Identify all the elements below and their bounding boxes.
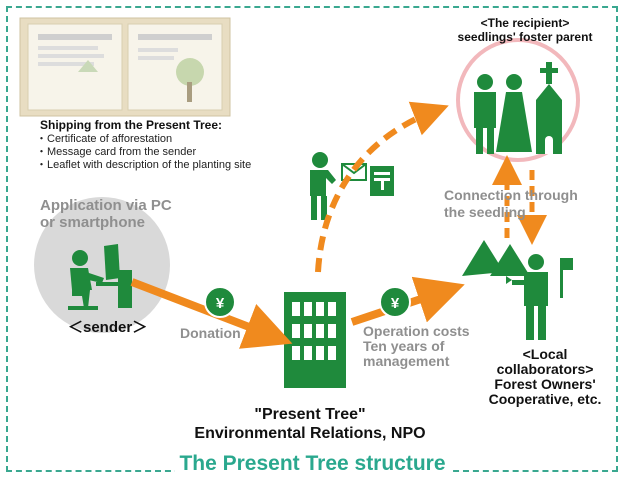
shipment-arrow: [315, 101, 449, 273]
npo-line: Environmental Relations, NPO: [194, 425, 426, 442]
connection-line: the seedling: [444, 204, 526, 220]
operation-line: Ten years of: [363, 338, 445, 354]
sender-circle: [34, 197, 170, 333]
application-line: or smartphone: [40, 214, 146, 231]
donation-label: Donation: [180, 325, 241, 341]
operation-yen-icon: ¥: [379, 286, 411, 318]
operation-costs-label: Operation costs Ten years of management: [363, 324, 470, 369]
donation-yen-symbol: ¥: [216, 295, 225, 312]
forest-worker-icon: [506, 254, 573, 340]
local-line: <Local: [522, 346, 568, 362]
mailbox-icon: [370, 166, 394, 196]
local-line: Forest Owners': [494, 376, 596, 392]
shipping-list: Certificate of afforestation Message car…: [36, 133, 251, 172]
local-line: Cooperative, etc.: [488, 391, 602, 407]
person-mailing-icon: [310, 152, 336, 220]
recipient-label: <The recipient> seedlings' foster parent: [430, 16, 620, 44]
local-collaborators-label: <Local collaborators> Forest Owners' Coo…: [470, 347, 620, 407]
local-line: collaborators>: [496, 361, 594, 377]
groom-icon: [474, 74, 496, 154]
certificate-photo: [19, 17, 231, 117]
shipping-item: Certificate of afforestation: [36, 133, 251, 146]
donation-yen-icon: ¥: [204, 286, 236, 318]
connection-line: Connection through: [444, 187, 578, 203]
shipping-heading: Shipping from the Present Tree:: [40, 118, 223, 132]
operation-line: management: [363, 353, 450, 369]
mountains-icon: [462, 240, 530, 276]
recipient-line: seedlings' foster parent: [457, 30, 593, 44]
diagram-title: The Present Tree structure: [0, 452, 625, 476]
application-label: Application via PC or smartphone: [40, 197, 172, 231]
connection-label: Connection through the seedling: [444, 187, 578, 221]
shipping-item: Message card from the sender: [36, 146, 251, 159]
recipient-line: <The recipient>: [480, 16, 570, 30]
sender-label: ＜sender＞: [68, 319, 148, 336]
donation-arrow: [130, 278, 293, 349]
application-line: Application via PC: [40, 197, 172, 214]
person-at-computer-icon: [68, 244, 136, 310]
npo-building-icon: [284, 292, 346, 388]
bride-icon: [496, 74, 532, 152]
diagram-title-text: The Present Tree structure: [175, 452, 450, 475]
operation-yen-symbol: ¥: [391, 295, 400, 312]
npo-line: "Present Tree": [254, 406, 366, 423]
shipping-item: Leaflet with description of the planting…: [36, 159, 251, 172]
npo-label: "Present Tree" Environmental Relations, …: [140, 405, 480, 443]
operation-line: Operation costs: [363, 323, 470, 339]
church-icon: [536, 62, 562, 154]
